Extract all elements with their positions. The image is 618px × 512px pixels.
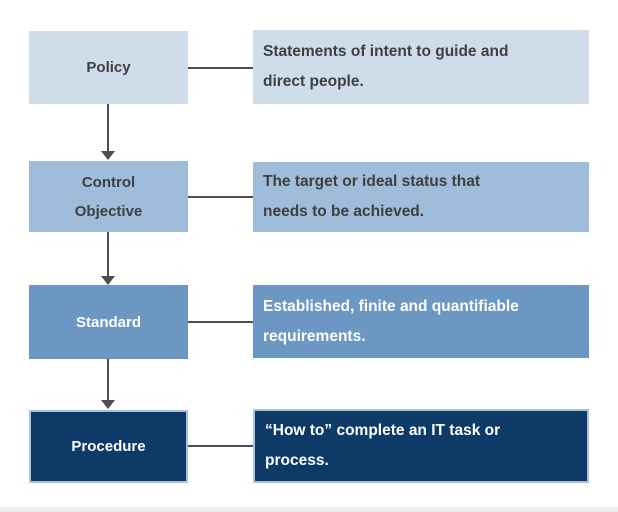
- procedure-label: Procedure: [71, 438, 146, 455]
- standard-description-box: Established, finite and quantifiable req…: [253, 285, 589, 358]
- arrow-standard-to-procedure-head: [101, 400, 115, 409]
- standard-connector-line: [188, 321, 253, 323]
- standard-description-line2: requirements.: [263, 327, 366, 345]
- standard-label: Standard: [75, 313, 141, 331]
- control-objective-description-line2: needs to be achieved.: [263, 203, 425, 220]
- procedure-description-line1: “How to” complete an IT task or: [265, 422, 501, 439]
- arrow-control-to-standard-line: [107, 232, 109, 276]
- procedure-box: Procedure: [29, 410, 188, 483]
- arrow-policy-to-control-head: [101, 151, 115, 160]
- standard-description-line1: Established, finite and quantifiable: [263, 297, 519, 315]
- control-objective-description-line1: The target or ideal status that: [263, 173, 481, 190]
- policy-connector-line: [188, 67, 253, 69]
- control-objective-label-line1: Control: [81, 173, 136, 191]
- control-objective-description-box: The target or ideal status that needs to…: [253, 162, 589, 232]
- procedure-description-line2: process.: [265, 452, 329, 469]
- standard-box: Standard: [29, 285, 188, 359]
- policy-box: Policy: [29, 31, 188, 104]
- arrow-standard-to-procedure-line: [107, 359, 109, 400]
- control-objective-connector-line: [188, 196, 253, 198]
- policy-description-line2: direct people.: [263, 73, 364, 90]
- procedure-connector-line: [188, 445, 253, 447]
- arrow-control-to-standard-head: [101, 276, 115, 285]
- bottom-edge-strip: [0, 507, 618, 512]
- control-objective-box: Control Objective: [29, 161, 188, 232]
- policy-description-box: Statements of intent to guide and direct…: [253, 30, 589, 104]
- policy-label: Policy: [86, 59, 131, 76]
- arrow-policy-to-control-line: [107, 104, 109, 151]
- policy-description-line1: Statements of intent to guide and: [263, 43, 509, 60]
- control-objective-label-line2: Objective: [74, 202, 143, 220]
- procedure-description-box: “How to” complete an IT task or process.: [253, 409, 589, 483]
